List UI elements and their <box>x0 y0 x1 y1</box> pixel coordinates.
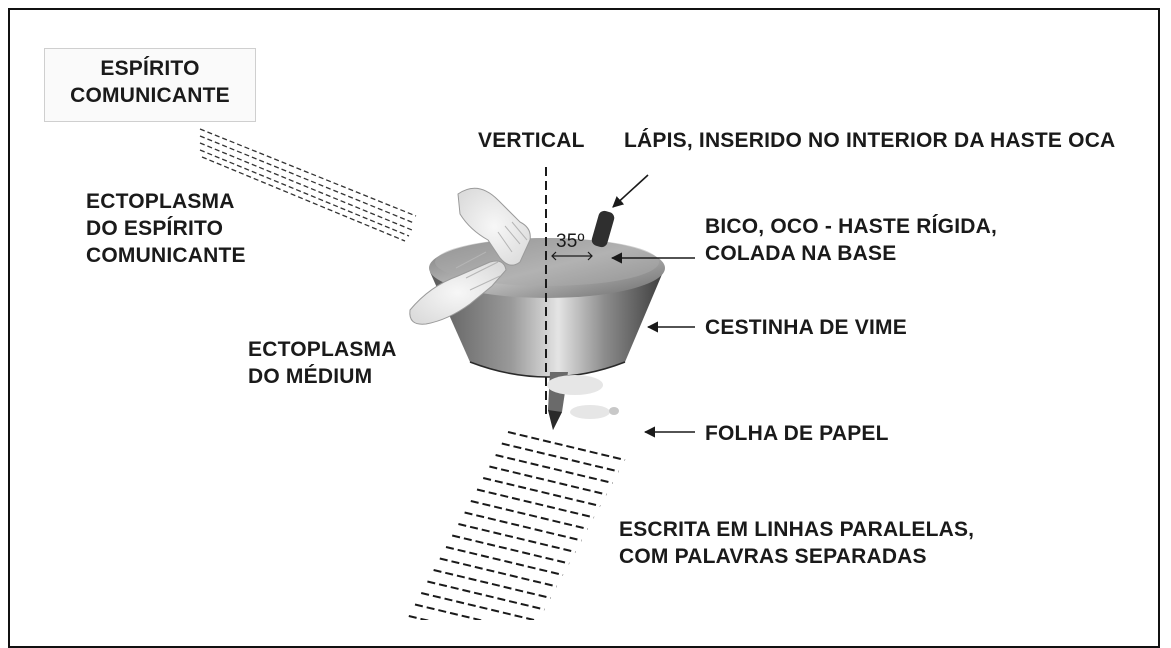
writing-label-line-1: ESCRITA EM LINHAS PARALELAS, <box>619 518 975 541</box>
hand-medium <box>409 251 507 325</box>
angle-label: 35º <box>556 231 585 252</box>
beak-label: BICO, OCO - HASTE RÍGIDA, COLADA NA BASE <box>705 213 997 267</box>
angle-indicator <box>551 251 593 261</box>
medium-ectoplasm-line-2: DO MÉDIUM <box>248 365 373 388</box>
spirit-box: ESPÍRITO COMUNICANTE <box>44 48 256 122</box>
writing-label: ESCRITA EM LINHAS PARALELAS, COM PALAVRA… <box>619 516 974 570</box>
writing-lines <box>408 431 626 620</box>
spirit-ectoplasm-line-2: DO ESPÍRITO <box>86 217 224 240</box>
beak-label-line-1: BICO, OCO - HASTE RÍGIDA, <box>705 215 998 238</box>
medium-ectoplasm-marks <box>547 375 619 419</box>
writing-line <box>445 546 564 576</box>
spirit-label-line-2: COMUNICANTE <box>70 84 230 107</box>
pencil-label: LÁPIS, INSERIDO NO INTERIOR DA HASTE OCA <box>624 129 1116 152</box>
writing-line <box>489 465 607 496</box>
basket-label: CESTINHA DE VIME <box>705 316 907 339</box>
medium-ectoplasm-label: ECTOPLASMA DO MÉDIUM <box>248 336 397 390</box>
writing-line <box>464 511 582 542</box>
writing-line <box>420 592 539 620</box>
writing-line <box>507 431 626 461</box>
writing-line <box>495 454 613 484</box>
spirit-ectoplasm-line-1: ECTOPLASMA <box>86 190 235 213</box>
writing-line <box>476 488 595 519</box>
medium-ectoplasm-line-1: ECTOPLASMA <box>248 338 397 361</box>
planchette-diagram <box>199 128 695 620</box>
spirit-label-line-1: ESPÍRITO <box>100 57 200 80</box>
writing-line <box>427 580 545 611</box>
spirit-label: ESPÍRITO COMUNICANTE <box>45 49 255 109</box>
writing-line <box>439 557 558 588</box>
writing-line <box>451 534 570 565</box>
beak-label-line-2: COLADA NA BASE <box>705 242 897 265</box>
writing-line <box>482 477 601 507</box>
writing-line <box>470 500 589 530</box>
paper-label: FOLHA DE PAPEL <box>705 422 889 445</box>
writing-line <box>501 442 620 473</box>
pencil-top <box>591 210 615 248</box>
spirit-ectoplasm-lines <box>199 128 417 242</box>
spirit-ectoplasm-line-3: COMUNICANTE <box>86 244 246 267</box>
writing-line <box>433 569 551 599</box>
spirit-ectoplasm-label: ECTOPLASMA DO ESPÍRITO COMUNICANTE <box>86 188 246 269</box>
callout-arrows <box>610 174 695 438</box>
writing-label-line-2: COM PALAVRAS SEPARADAS <box>619 545 927 568</box>
hand-spirit <box>457 187 531 266</box>
writing-line <box>458 523 576 553</box>
vertical-label: VERTICAL <box>478 129 585 152</box>
writing-line <box>414 603 485 620</box>
